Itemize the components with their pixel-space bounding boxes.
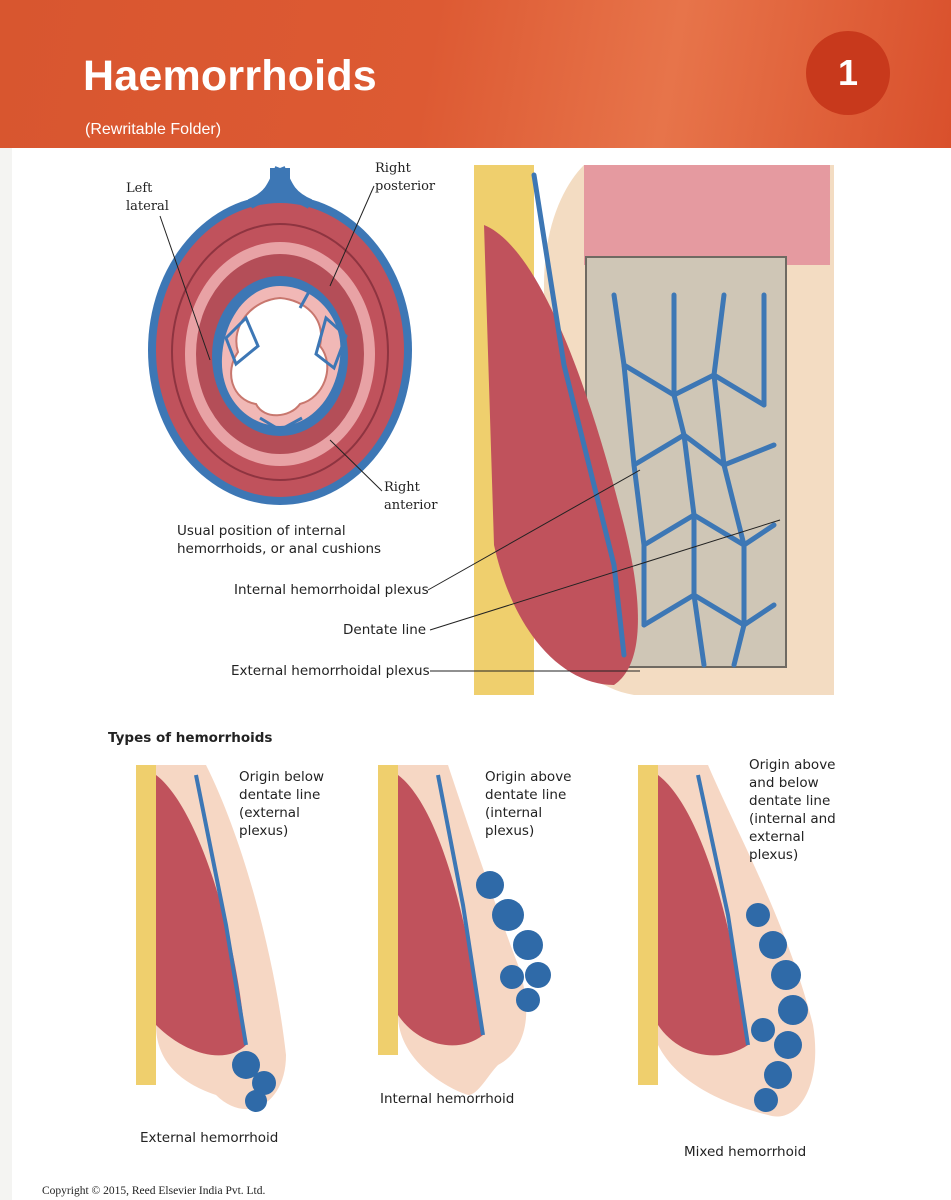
origin-external-line1: Origin below [239,769,325,785]
anal-canal-cross-section-illustration [148,166,412,505]
cross-section-caption-line1: Usual position of internal [177,523,346,539]
copyright-notice: Copyright © 2015, Reed Elsevier India Pv… [42,1185,266,1197]
header-banner: Haemorrhoids (Rewritable Folder) 1 [0,0,951,148]
mixed-hemorrhoid-illustration [638,765,816,1117]
page-number-badge: 1 [806,31,890,115]
label-right-posterior: Right posterior [375,160,435,196]
label-dentate-line: Dentate line [343,622,427,638]
label-right-posterior-line2: posterior [375,179,436,194]
label-right-anterior-line1: Right [384,480,420,495]
origin-external-line3: (external [239,805,300,821]
origin-mixed-line2: and below [749,775,819,791]
origin-mixed-line6: plexus) [749,847,799,863]
label-left-lateral-line1: Left [126,181,153,196]
origin-internal-line4: plexus) [485,823,535,839]
origin-mixed-line5: external [749,829,805,845]
origin-label-mixed: Origin above and below dentate line (int… [749,756,836,864]
cross-section-caption: Usual position of internal hemorrhoids, … [177,522,381,558]
label-internal-hemorrhoidal-plexus: Internal hemorrhoidal plexus [234,582,429,598]
label-right-posterior-line1: Right [375,161,411,176]
label-left-lateral-line2: lateral [126,199,169,214]
origin-mixed-line1: Origin above [749,757,836,773]
origin-mixed-line3: dentate line [749,793,831,809]
origin-label-internal: Origin above dentate line (internal plex… [485,768,572,840]
caption-internal-hemorrhoid: Internal hemorrhoid [380,1091,515,1107]
label-right-anterior: Right anterior [384,479,437,515]
caption-external-hemorrhoid: External hemorrhoid [140,1130,279,1146]
internal-hemorrhoid-illustration [378,765,551,1095]
page-subtitle: (Rewritable Folder) [85,121,222,138]
origin-internal-line2: dentate line [485,787,567,803]
types-heading: Types of hemorrhoids [108,730,273,746]
origin-external-line4: plexus) [239,823,289,839]
external-hemorrhoid-illustration [136,765,286,1112]
page-title: Haemorrhoids [83,52,377,100]
origin-label-external: Origin below dentate line (external plex… [239,768,324,840]
origin-external-line2: dentate line [239,787,321,803]
origin-internal-line1: Origin above [485,769,572,785]
caption-mixed-hemorrhoid: Mixed hemorrhoid [684,1144,807,1160]
label-external-hemorrhoidal-plexus: External hemorrhoidal plexus [231,663,430,679]
origin-mixed-line4: (internal and [749,811,836,827]
origin-internal-line3: (internal [485,805,543,821]
label-left-lateral: Left lateral [126,180,169,216]
label-right-anterior-line2: anterior [384,498,438,513]
cross-section-caption-line2: hemorrhoids, or anal cushions [177,541,382,557]
